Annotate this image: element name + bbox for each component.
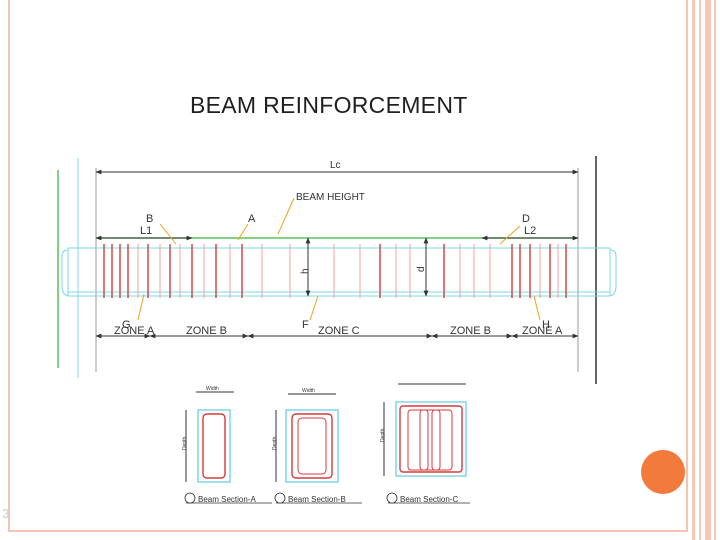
d-label: d bbox=[416, 266, 427, 272]
point-f-label: F bbox=[302, 319, 309, 331]
decorative-stripes bbox=[690, 0, 720, 540]
beam-elevation: Lc bbox=[57, 156, 617, 384]
slide-title: BEAM REINFORCEMENT bbox=[190, 92, 468, 118]
section-a-depth-label: Depth bbox=[182, 436, 188, 450]
zone-a-left-label: ZONE A bbox=[114, 325, 155, 337]
zone-a-right-label: ZONE A bbox=[522, 325, 563, 337]
zone-c-label: ZONE C bbox=[318, 325, 360, 337]
h-label: h bbox=[300, 268, 311, 274]
point-g-label: G bbox=[122, 319, 131, 331]
beam-section-b: Width Depth Beam Section-B bbox=[272, 388, 362, 504]
accent-circle bbox=[641, 450, 685, 494]
section-a-label: Beam Section-A bbox=[198, 495, 256, 504]
zone-b-right-label: ZONE B bbox=[450, 325, 491, 337]
page-number: 3 bbox=[2, 506, 10, 521]
l1-label: L1 bbox=[140, 225, 152, 237]
length-label: Lc bbox=[330, 160, 341, 171]
point-b-label: B bbox=[146, 213, 153, 225]
beam-section-a: Width Depth Beam Section-A bbox=[182, 386, 272, 504]
zone-b-left-label: ZONE B bbox=[186, 325, 227, 337]
section-b-label: Beam Section-B bbox=[288, 495, 346, 504]
point-a-label: A bbox=[248, 213, 256, 225]
point-h-label: H bbox=[542, 319, 550, 331]
slide-border bbox=[8, 0, 688, 532]
section-b-depth-label: Depth bbox=[272, 436, 278, 450]
point-d-label: D bbox=[522, 213, 530, 225]
beam-section-c: Depth Beam Section-C bbox=[380, 383, 470, 504]
beam-height-label: BEAM HEIGHT bbox=[296, 192, 365, 203]
section-c-depth-label: Depth bbox=[380, 428, 386, 442]
section-a-width-label: Width bbox=[206, 386, 219, 392]
l2-label: L2 bbox=[524, 225, 536, 237]
section-c-label: Beam Section-C bbox=[400, 495, 458, 504]
section-b-width-label: Width bbox=[302, 388, 315, 394]
